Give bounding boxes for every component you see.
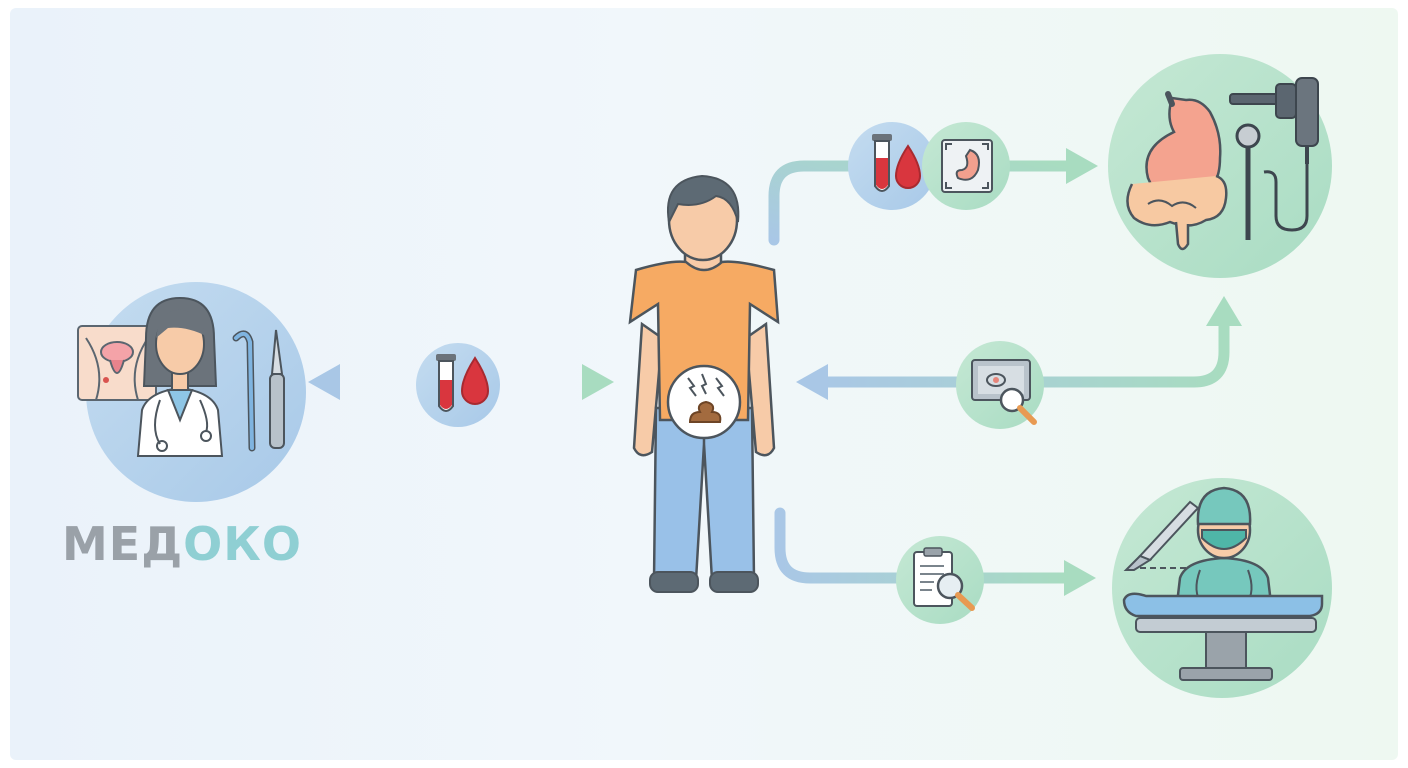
surgeon-operating-table-icon <box>1112 478 1332 698</box>
stomach-endoscope-icon <box>1108 54 1332 278</box>
logo-text-part3: КО <box>223 517 302 571</box>
arrow-bottom-to-surgery <box>774 507 1096 596</box>
arrow-middle-feedback <box>796 296 1242 400</box>
blood-test-icon <box>848 122 936 210</box>
logo-text-part2: О <box>183 517 224 571</box>
arrow-top-to-gastro <box>768 148 1098 246</box>
clipboard-magnifier-icon <box>896 536 984 624</box>
logo-text-part1: МЕД <box>62 517 184 571</box>
medoko-logo: МЕДОКО <box>62 516 302 572</box>
stomach-scan-icon <box>922 122 1010 210</box>
patient-abdominal-pain-icon <box>628 174 780 593</box>
proctologist-doctor-icon <box>77 282 306 502</box>
diagram-canvas: МЕДОКО <box>10 8 1398 760</box>
diagram-svg <box>77 54 1332 698</box>
blood-test-icon <box>416 343 500 427</box>
monitor-magnifier-icon <box>956 341 1044 429</box>
